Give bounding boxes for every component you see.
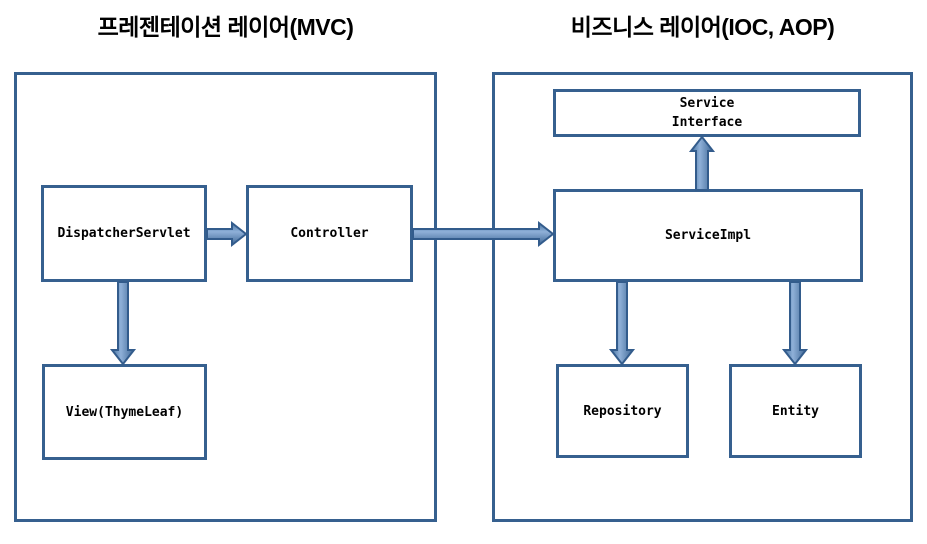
node-label: Service Interface bbox=[671, 96, 743, 130]
node-label: Entity bbox=[772, 403, 819, 419]
node-controller: Controller bbox=[246, 185, 413, 282]
node-service-interface: Service Interface bbox=[553, 89, 861, 137]
node-label: Controller bbox=[290, 226, 369, 241]
presentation-layer-title: 프레젠테이션 레이어(MVC) bbox=[97, 14, 354, 40]
node-label: ServiceImpl bbox=[664, 228, 752, 243]
business-layer-title: 비즈니스 레이어(IOC, AOP) bbox=[570, 14, 835, 40]
node-label: Repository bbox=[583, 403, 662, 419]
node-service-impl: ServiceImpl bbox=[553, 189, 863, 282]
node-label: View(ThymeLeaf) bbox=[65, 404, 184, 420]
node-repository: Repository bbox=[556, 364, 689, 458]
node-label: DispatcherServlet bbox=[57, 226, 191, 241]
node-entity: Entity bbox=[729, 364, 862, 458]
node-dispatcher-servlet: DispatcherServlet bbox=[41, 185, 207, 282]
node-view-thymeleaf: View(ThymeLeaf) bbox=[42, 364, 207, 460]
